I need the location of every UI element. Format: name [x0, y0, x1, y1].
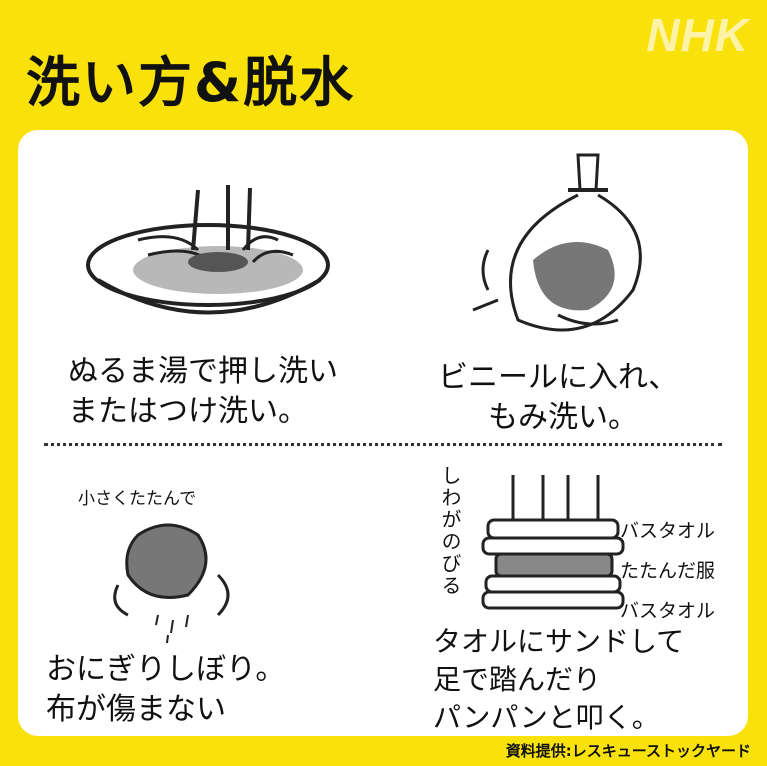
- label-folded-clothes: たたんだ服: [620, 560, 716, 582]
- source-credit: 資料提供:レスキューストックヤード: [505, 742, 751, 760]
- label-bath-towel-bottom: バスタオル: [620, 600, 716, 622]
- panel2-line1: ビニールに入れ、: [438, 360, 679, 395]
- plastic-bag-illustration: [472, 153, 642, 332]
- panel3-line1: おにぎりしぼり。: [46, 652, 286, 687]
- towel-stack-illustration: [481, 475, 625, 610]
- panel4-line2: 足で踏んだり: [433, 663, 602, 696]
- panel4-line1: タオルにサンドして: [433, 625, 685, 658]
- panel2-line2: もみ洗い。: [488, 400, 638, 435]
- page-title: 洗い方&脱水: [26, 51, 356, 114]
- panel4-vertical-note: しわがのびる: [438, 465, 462, 597]
- wringing-hands-illustration: [113, 523, 230, 644]
- label-bath-towel-top: バスタオル: [620, 520, 716, 542]
- panel4-line3: パンパンと叩く。: [433, 701, 660, 734]
- panel1-line1: ぬるま湯で押し洗い: [68, 354, 338, 389]
- panel3-line2: 布が傷まない: [46, 692, 226, 727]
- panel3-caption: 小さくたたんで: [78, 489, 197, 509]
- instruction-card: ぬるま湯で押し洗い またはつけ洗い。 ビニールに入れ、 もみ洗い。 小さくたたん…: [18, 130, 748, 736]
- section-divider: [44, 443, 722, 446]
- nhk-logo: NHK: [646, 9, 749, 61]
- panel1-line2: またはつけ洗い。: [68, 394, 308, 429]
- basin-hands-illustration: [86, 185, 330, 315]
